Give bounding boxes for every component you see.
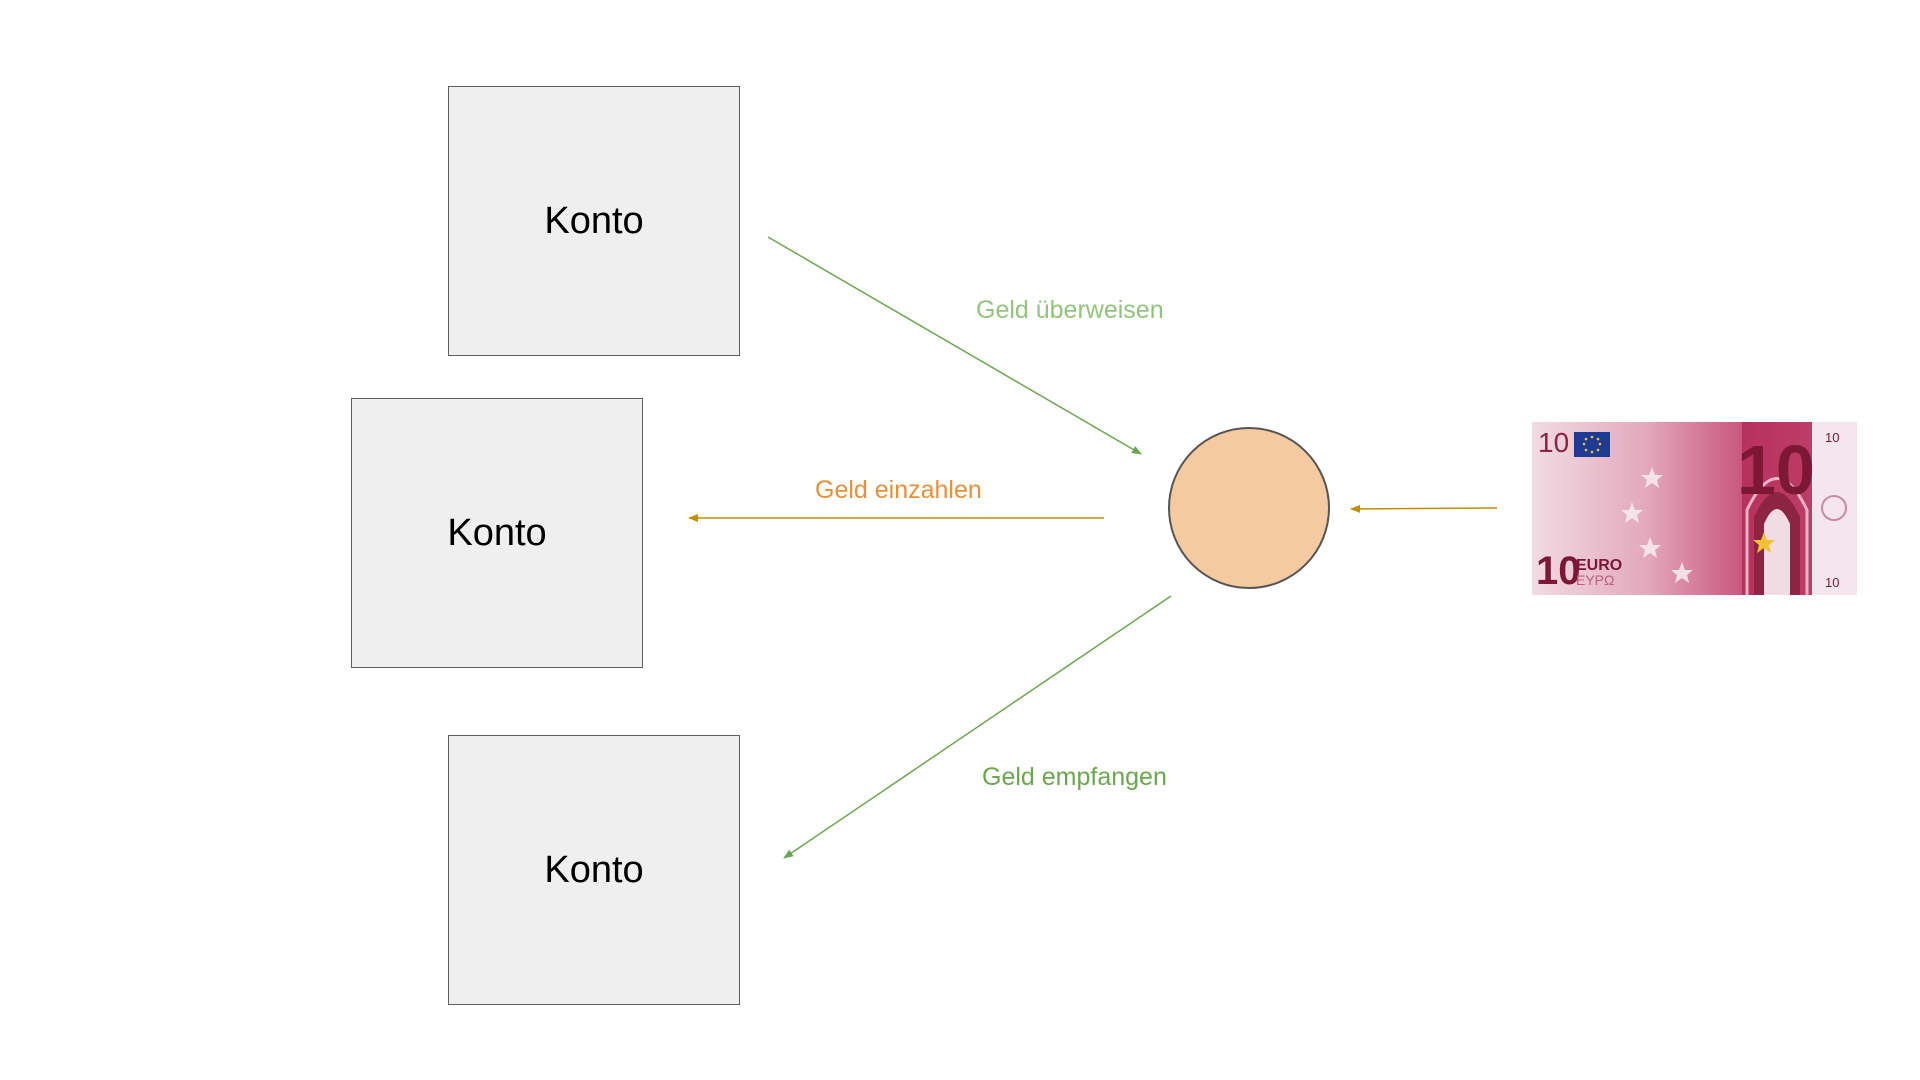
banknote-denomination-large: 10	[1737, 431, 1815, 509]
banknote-currency: EURO	[1576, 557, 1622, 574]
account-label: Konto	[447, 511, 547, 554]
banknote-denomination-top: 10	[1538, 427, 1569, 458]
account-label: Konto	[544, 199, 644, 242]
account-box-bottom: Konto	[448, 735, 740, 1005]
arrow-receive	[783, 595, 1172, 859]
arrow-transfer	[767, 236, 1142, 455]
banknote-corner-top: 10	[1825, 430, 1839, 445]
account-box-middle: Konto	[351, 398, 643, 668]
banknote-denomination-bottom: 10	[1536, 549, 1581, 593]
label-receive: Geld empfangen	[982, 763, 1167, 791]
label-deposit: Geld einzahlen	[815, 476, 982, 504]
banknote-currency-greek: ΕΥΡΩ	[1576, 572, 1614, 588]
label-transfer: Geld überweisen	[976, 296, 1164, 324]
arrow-cash-in	[1350, 504, 1498, 513]
account-box-top: Konto	[448, 86, 740, 356]
banknote-corner-bottom: 10	[1825, 575, 1839, 590]
hub-circle	[1168, 427, 1330, 589]
euro-banknote-image: 10 10 10 EURO ΕΥΡΩ 10 10	[1532, 422, 1857, 595]
account-label: Konto	[544, 848, 644, 891]
